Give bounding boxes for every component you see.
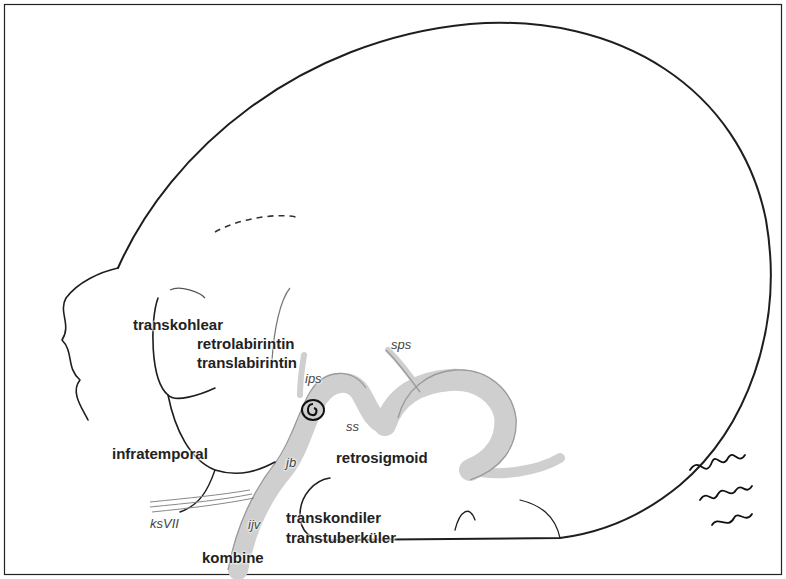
approach-label: transkohlear bbox=[133, 316, 223, 333]
sinus-abbreviation: ips bbox=[305, 372, 322, 387]
approach-label: translabirintin bbox=[197, 354, 297, 371]
approach-label: infratemporal bbox=[112, 445, 208, 462]
skull-outline bbox=[62, 23, 771, 540]
nerve-abbreviation: ksVII bbox=[150, 517, 179, 532]
approach-label: kombine bbox=[202, 549, 264, 566]
sinus-abbreviation: sps bbox=[391, 338, 411, 353]
venous-sinuses bbox=[238, 350, 560, 570]
frame bbox=[5, 5, 782, 575]
vein-abbreviation: ijv bbox=[248, 518, 260, 533]
approach-label: transkondiler bbox=[286, 509, 381, 526]
sinus-abbreviation: ss bbox=[346, 420, 359, 435]
sinus-outlines bbox=[228, 350, 516, 570]
structure-abbreviation: jb bbox=[286, 456, 296, 471]
sketch-line bbox=[215, 216, 300, 232]
ear-canal bbox=[302, 400, 324, 420]
approach-label: retrosigmoid bbox=[336, 449, 428, 466]
sketch-line bbox=[170, 288, 205, 298]
approach-label: retrolabirintin bbox=[197, 335, 295, 352]
nerve-fibres bbox=[150, 490, 254, 512]
approach-label: transtuberküler bbox=[286, 529, 396, 546]
signature-scribble bbox=[690, 455, 752, 525]
